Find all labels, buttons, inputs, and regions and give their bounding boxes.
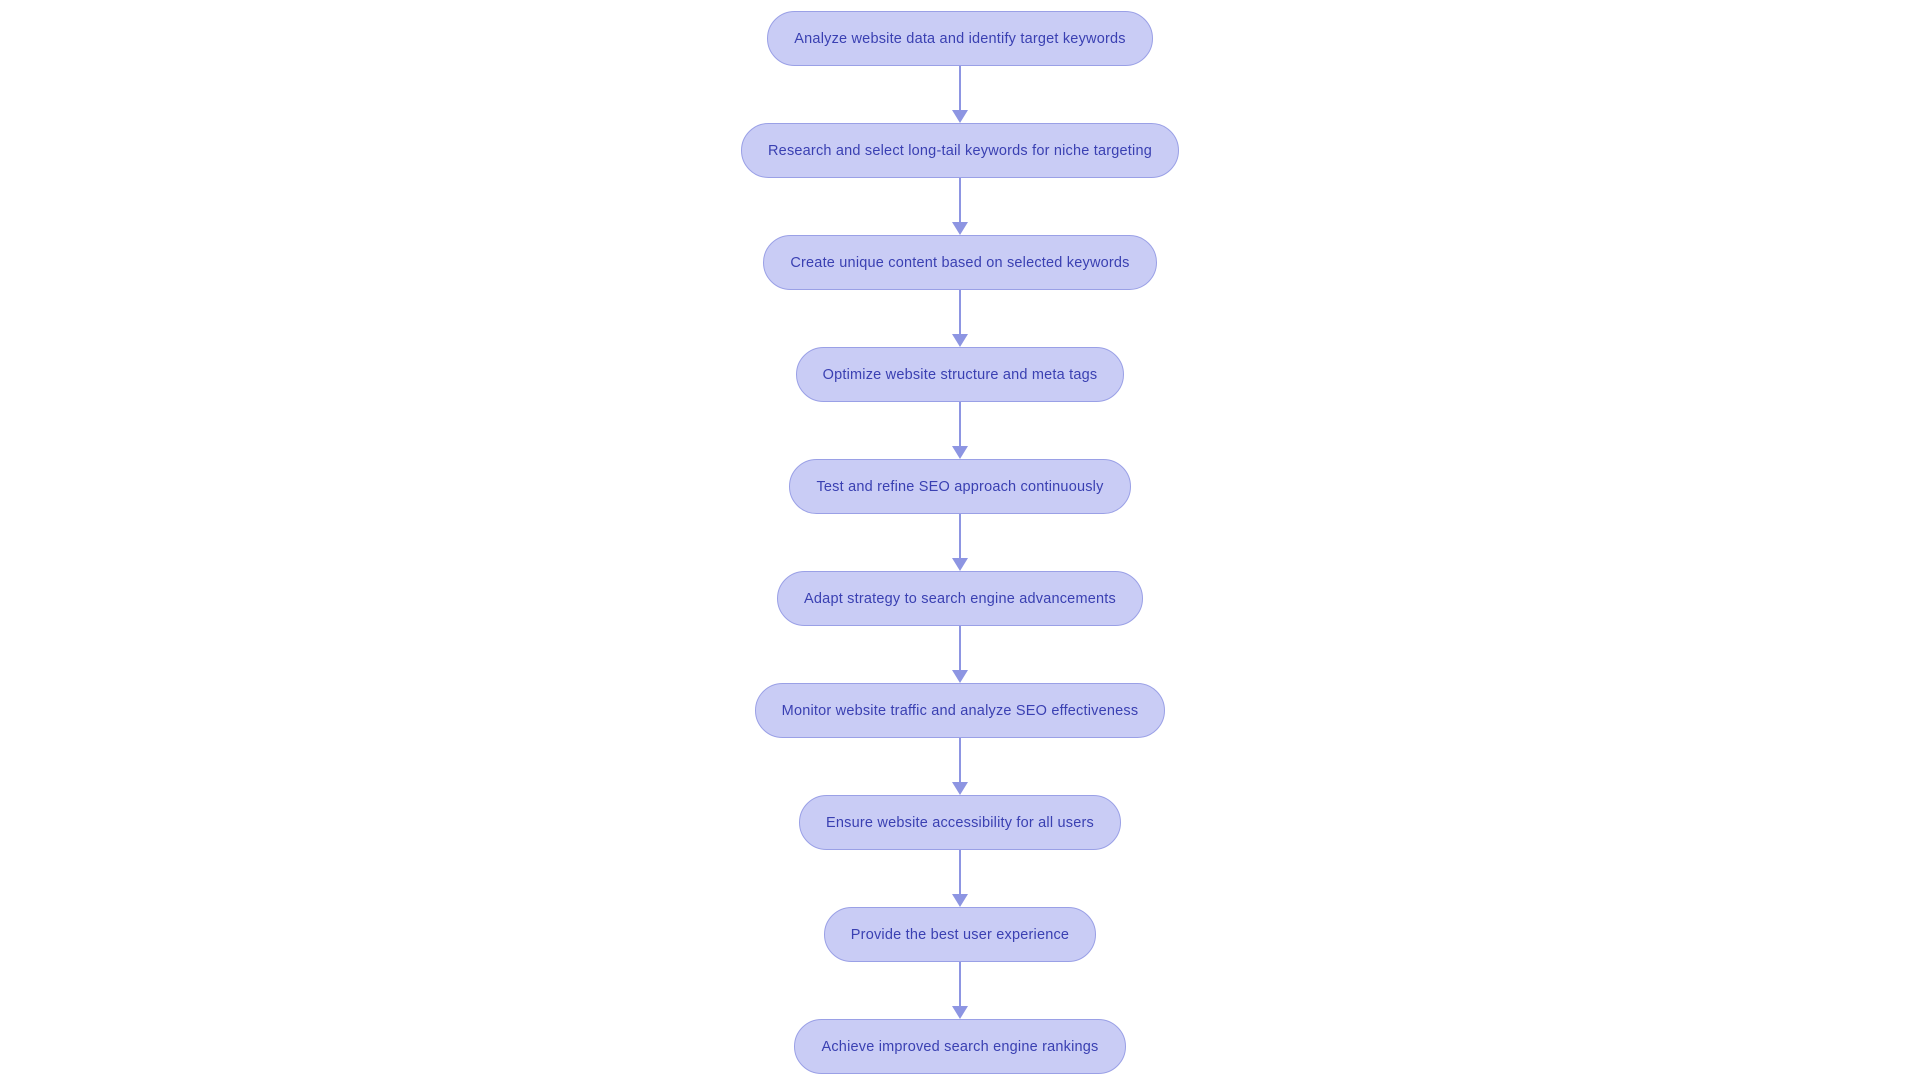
flow-node-n3: Create unique content based on selected … — [763, 235, 1157, 290]
flow-arrow-down — [951, 66, 969, 123]
flow-arrow-down — [951, 738, 969, 795]
arrowhead-down-icon — [952, 110, 968, 123]
flow-arrow-down — [951, 514, 969, 571]
flow-node-n8: Ensure website accessibility for all use… — [799, 795, 1121, 850]
arrow-shaft — [958, 290, 962, 334]
flow-arrow-down — [951, 626, 969, 683]
arrowhead-down-icon — [952, 894, 968, 907]
arrow-shaft — [958, 66, 962, 110]
arrow-shaft — [958, 514, 962, 558]
flow-node-n5: Test and refine SEO approach continuousl… — [789, 459, 1131, 514]
flow-node-n9: Provide the best user experience — [823, 907, 1097, 962]
flow-node-n10: Achieve improved search engine rankings — [794, 1019, 1126, 1074]
arrowhead-down-icon — [952, 222, 968, 235]
arrowhead-down-icon — [952, 446, 968, 459]
flow-node-n4: Optimize website structure and meta tags — [795, 347, 1125, 402]
arrowhead-down-icon — [952, 782, 968, 795]
arrowhead-down-icon — [952, 334, 968, 347]
flow-arrow-down — [951, 402, 969, 459]
arrowhead-down-icon — [952, 558, 968, 571]
flow-arrow-down — [951, 290, 969, 347]
arrow-shaft — [958, 738, 962, 782]
arrowhead-down-icon — [952, 670, 968, 683]
arrow-shaft — [958, 850, 962, 894]
flow-node-n2: Research and select long-tail keywords f… — [741, 123, 1179, 178]
arrow-shaft — [958, 626, 962, 670]
flow-arrow-down — [951, 962, 969, 1019]
flow-node-n1: Analyze website data and identify target… — [767, 11, 1153, 66]
flow-arrow-down — [951, 850, 969, 907]
arrowhead-down-icon — [952, 1006, 968, 1019]
arrow-shaft — [958, 962, 962, 1006]
flow-node-n6: Adapt strategy to search engine advancem… — [777, 571, 1143, 626]
arrow-shaft — [958, 402, 962, 446]
flow-arrow-down — [951, 178, 969, 235]
arrow-shaft — [958, 178, 962, 222]
flow-node-n7: Monitor website traffic and analyze SEO … — [754, 683, 1166, 738]
